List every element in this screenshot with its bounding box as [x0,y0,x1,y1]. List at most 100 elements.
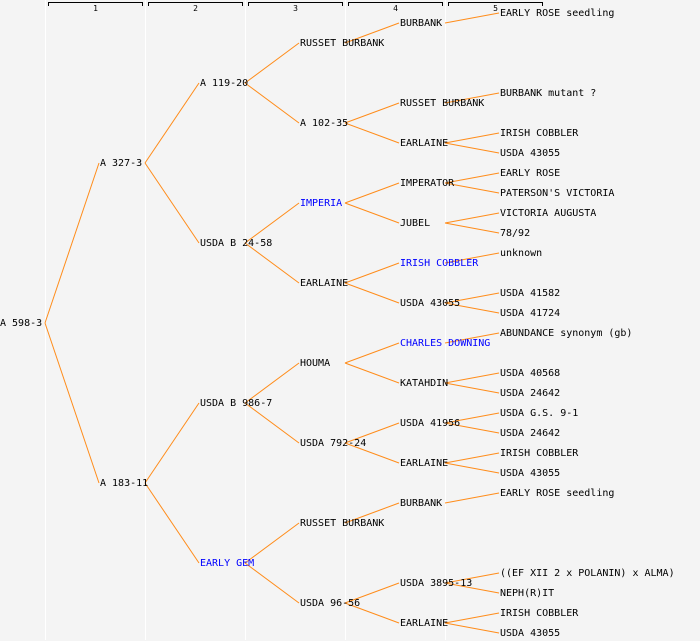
column-divider [345,0,346,640]
pedigree-node: EARLY ROSE seedling [500,488,615,499]
column-divider [445,0,446,640]
column-header-bracket: 2 [148,2,243,13]
pedigree-node: USDA B 24-58 [200,238,273,249]
pedigree-node: EARLY ROSE seedling [500,8,615,19]
pedigree-link [344,502,400,524]
pedigree-link [444,302,500,314]
pedigree-node: A 183-11 [100,478,149,489]
pedigree-link [444,92,500,104]
pedigree-node: EARLAINE [400,458,449,469]
pedigree-node[interactable]: IMPERIA [300,198,343,209]
pedigree-link [444,372,500,384]
pedigree-node: USDA 43055 [500,468,561,479]
column-header-bracket: 5 [448,2,543,13]
pedigree-node: JUBEL [400,218,431,229]
pedigree-link [144,482,200,564]
pedigree-node: 78/92 [500,228,531,239]
pedigree-link [244,202,300,244]
pedigree-node: RUSSET BURBANK [400,98,485,109]
pedigree-link [244,362,300,404]
column-header-bracket: 1 [48,2,143,13]
pedigree-link [444,582,500,594]
pedigree-link [44,322,100,484]
pedigree-node: USDA B 986-7 [200,398,273,409]
pedigree-link [344,202,400,224]
pedigree-link [244,522,300,564]
pedigree-node: EARLAINE [400,618,449,629]
pedigree-link [344,582,400,604]
pedigree-node: A 119-20 [200,78,249,89]
pedigree-link [144,402,200,484]
pedigree-node: RUSSET BURBANK [300,518,385,529]
pedigree-node: USDA 43055 [500,148,561,159]
column-header-bracket: 4 [348,2,443,13]
pedigree-node: ABUNDANCE synonym (gb) [500,328,633,339]
pedigree-node: BURBANK [400,498,443,509]
pedigree-link [244,242,300,284]
pedigree-link [444,492,500,504]
pedigree-node: USDA 24642 [500,388,561,399]
pedigree-link [344,602,400,624]
pedigree-link [444,182,500,194]
pedigree-link [444,142,500,154]
pedigree-node: unknown [500,248,543,259]
pedigree-node: USDA 43055 [400,298,461,309]
pedigree-node: HOUMA [300,358,331,369]
pedigree-link [444,622,500,634]
pedigree-link [444,12,500,24]
pedigree-link [444,422,500,434]
pedigree-node: USDA 24642 [500,428,561,439]
pedigree-node: USDA 43055 [500,628,561,639]
pedigree-node: USDA 792-24 [300,438,367,449]
pedigree-root: A 598-3 [0,318,43,329]
pedigree-link [244,402,300,444]
pedigree-node: A 327-3 [100,158,143,169]
pedigree-node: EARLAINE [300,278,349,289]
pedigree-node: IMPERATOR [400,178,455,189]
pedigree-node: EARLAINE [400,138,449,149]
pedigree-node[interactable]: IRISH COBBLER [400,258,479,269]
pedigree-node: RUSSET BURBANK [300,38,385,49]
pedigree-link [344,262,400,284]
generation-number: 2 [193,4,198,13]
pedigree-node: USDA G.S. 9-1 [500,408,579,419]
pedigree-link [444,572,500,584]
pedigree-node: A 102-35 [300,118,349,129]
pedigree-link [444,132,500,144]
pedigree-link [144,162,200,244]
pedigree-node: USDA 3895-13 [400,578,473,589]
pedigree-link [444,612,500,624]
pedigree-link [344,342,400,364]
pedigree-node: KATAHDIN [400,378,449,389]
pedigree-link [244,42,300,84]
column-header-bracket: 3 [248,2,343,13]
pedigree-link [444,462,500,474]
pedigree-link [444,412,500,424]
pedigree-node: EARLY ROSE [500,168,561,179]
pedigree-node: IRISH COBBLER [500,448,579,459]
pedigree-link [344,122,400,144]
pedigree-link [344,182,400,204]
pedigree-node: USDA 41582 [500,288,561,299]
pedigree-node: BURBANK mutant ? [500,88,597,99]
pedigree-node[interactable]: CHARLES DOWNING [400,338,491,349]
pedigree-link [244,82,300,124]
pedigree-node[interactable]: EARLY GEM [200,558,255,569]
pedigree-link [444,212,500,224]
pedigree-node: PATERSON'S VICTORIA [500,188,615,199]
pedigree-node: VICTORIA AUGUSTA [500,208,597,219]
generation-number: 3 [293,4,298,13]
pedigree-node: USDA 41724 [500,308,561,319]
pedigree-node: NEPH(R)IT [500,588,555,599]
pedigree-link [344,362,400,384]
pedigree-link [44,162,100,324]
pedigree-link [444,252,500,264]
pedigree-link [344,442,400,464]
pedigree-node: BURBANK [400,18,443,29]
pedigree-link [444,452,500,464]
pedigree-node: USDA 96-56 [300,598,361,609]
generation-number: 4 [393,4,398,13]
pedigree-node: ((EF XII 2 x POLANIN) x ALMA) [500,568,675,579]
pedigree-link [444,292,500,304]
pedigree-link [344,422,400,444]
